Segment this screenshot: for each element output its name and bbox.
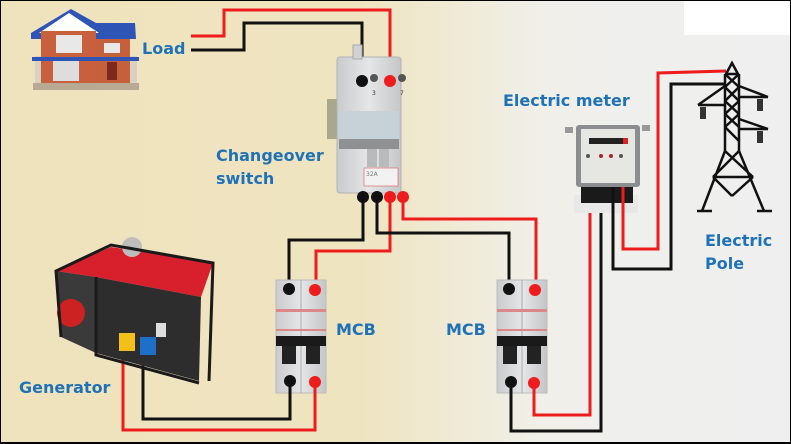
mcb-to-meter-neutral [509, 193, 603, 433]
generator-icon [54, 237, 215, 385]
generator-side-wires [287, 199, 538, 289]
switch-bottom-terminal-1 [357, 191, 369, 203]
label-electric-pole-line1: Electric [705, 231, 773, 250]
label-mcb-left: MCB [336, 320, 376, 339]
generator-live-wire [121, 341, 317, 432]
label-load: Load [142, 39, 186, 58]
label-electric-pole-line2: Pole [705, 254, 745, 273]
switch-top-neutral-terminal [356, 75, 368, 87]
label-changeover-line2: switch [216, 169, 275, 188]
label-mcb-right: MCB [446, 320, 486, 339]
switch-to-mcb1-neutral [287, 199, 365, 289]
load-neutral-wire [191, 21, 364, 79]
generator-neutral-wire [141, 351, 292, 421]
pole-insulators [700, 99, 763, 143]
house-icon [31, 9, 139, 90]
mcb-right-bottom-live [528, 377, 540, 389]
meter-wires [509, 193, 603, 433]
meter-to-pole-neutral [611, 82, 725, 271]
mcb-left-bottom-live [309, 376, 321, 388]
electric-meter-icon [565, 125, 650, 213]
terminal-7-label: 7 [400, 90, 404, 97]
load-live-wire [191, 8, 392, 79]
mcb-left-bottom-neutral [284, 375, 296, 387]
mcb-right-top-neutral [503, 283, 515, 295]
electric-pole-icon [697, 60, 772, 213]
label-changeover-line1: Changeover [216, 146, 324, 165]
switch-bottom-terminal-2 [371, 191, 383, 203]
switch-to-mcb1-live [314, 199, 392, 289]
mcb-to-meter-live [532, 193, 592, 417]
mcb-left-icon [275, 279, 327, 394]
pole-wires [611, 69, 727, 271]
meter-to-pole-live [621, 69, 727, 251]
label-generator: Generator [19, 378, 111, 397]
switch-to-mcb2-live [401, 199, 538, 289]
mcb-left-top-live [309, 284, 321, 296]
switch-to-mcb2-neutral [375, 199, 511, 289]
mcb-right-icon [496, 279, 548, 394]
switch-bottom-terminal-4 [397, 191, 409, 203]
generator-wires [121, 341, 317, 432]
load-wires [191, 8, 392, 79]
mcb-right-top-live [529, 284, 541, 296]
mcb-right-bottom-neutral [505, 376, 517, 388]
mcb-left-top-neutral [283, 283, 295, 295]
switch-rating: 32A [366, 171, 379, 178]
changeover-switch-icon: 32A 3 7 [327, 44, 406, 194]
switch-bottom-terminal-3 [384, 191, 396, 203]
blank-patch [684, 1, 790, 35]
terminal-3-label: 3 [372, 90, 376, 97]
label-electric-meter: Electric meter [503, 91, 630, 110]
switch-top-live-terminal [384, 75, 396, 87]
